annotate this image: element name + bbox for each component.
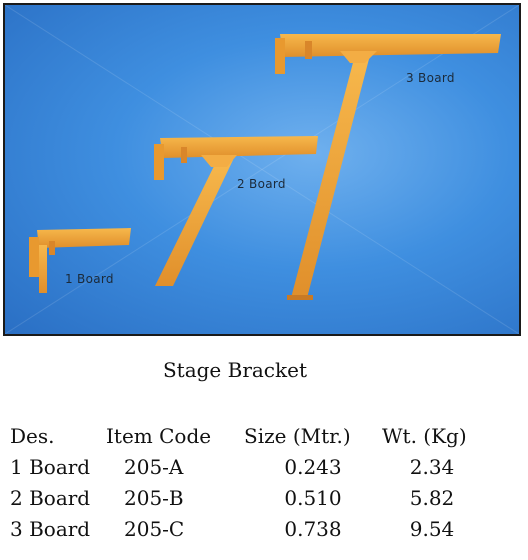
specification-table: Des. Item Code Size (Mtr.) Wt. (Kg) 1 Bo… — [10, 420, 482, 544]
cell-item-code: 205-B — [124, 485, 184, 510]
cell-item-code: 205-A — [124, 454, 184, 479]
product-caption: Stage Bracket — [162, 358, 308, 382]
three-board-bracket — [275, 34, 501, 300]
cell-weight: 5.82 — [409, 485, 455, 510]
column-header-size: Size (Mtr.) — [244, 423, 351, 448]
table-header-row: Des. Item Code Size (Mtr.) Wt. (Kg) — [10, 420, 482, 451]
label-two-board: 2 Board — [237, 177, 286, 191]
product-photo: 3 Board 2 Board 1 Board — [3, 3, 521, 336]
cell-des: 1 Board — [10, 454, 91, 479]
cell-size: 0.738 — [284, 516, 342, 541]
cell-size: 0.510 — [284, 485, 342, 510]
label-three-board: 3 Board — [406, 71, 455, 85]
label-one-board: 1 Board — [65, 272, 114, 286]
cell-des: 2 Board — [10, 485, 91, 510]
table-row: 1 Board 205-A 0.243 2.34 — [10, 451, 482, 482]
cell-size: 0.243 — [284, 454, 342, 479]
cell-weight: 2.34 — [409, 454, 455, 479]
table-row: 2 Board 205-B 0.510 5.82 — [10, 482, 482, 513]
table-row: 3 Board 205-C 0.738 9.54 — [10, 513, 482, 544]
column-header-item-code: Item Code — [106, 423, 212, 448]
column-header-weight: Wt. (Kg) — [382, 423, 467, 448]
cell-item-code: 205-C — [124, 516, 185, 541]
stage-bracket-illustration — [5, 5, 519, 334]
two-board-bracket — [154, 136, 318, 286]
column-header-des: Des. — [10, 423, 55, 448]
cell-weight: 9.54 — [409, 516, 455, 541]
one-board-bracket — [29, 228, 131, 293]
cell-des: 3 Board — [10, 516, 91, 541]
